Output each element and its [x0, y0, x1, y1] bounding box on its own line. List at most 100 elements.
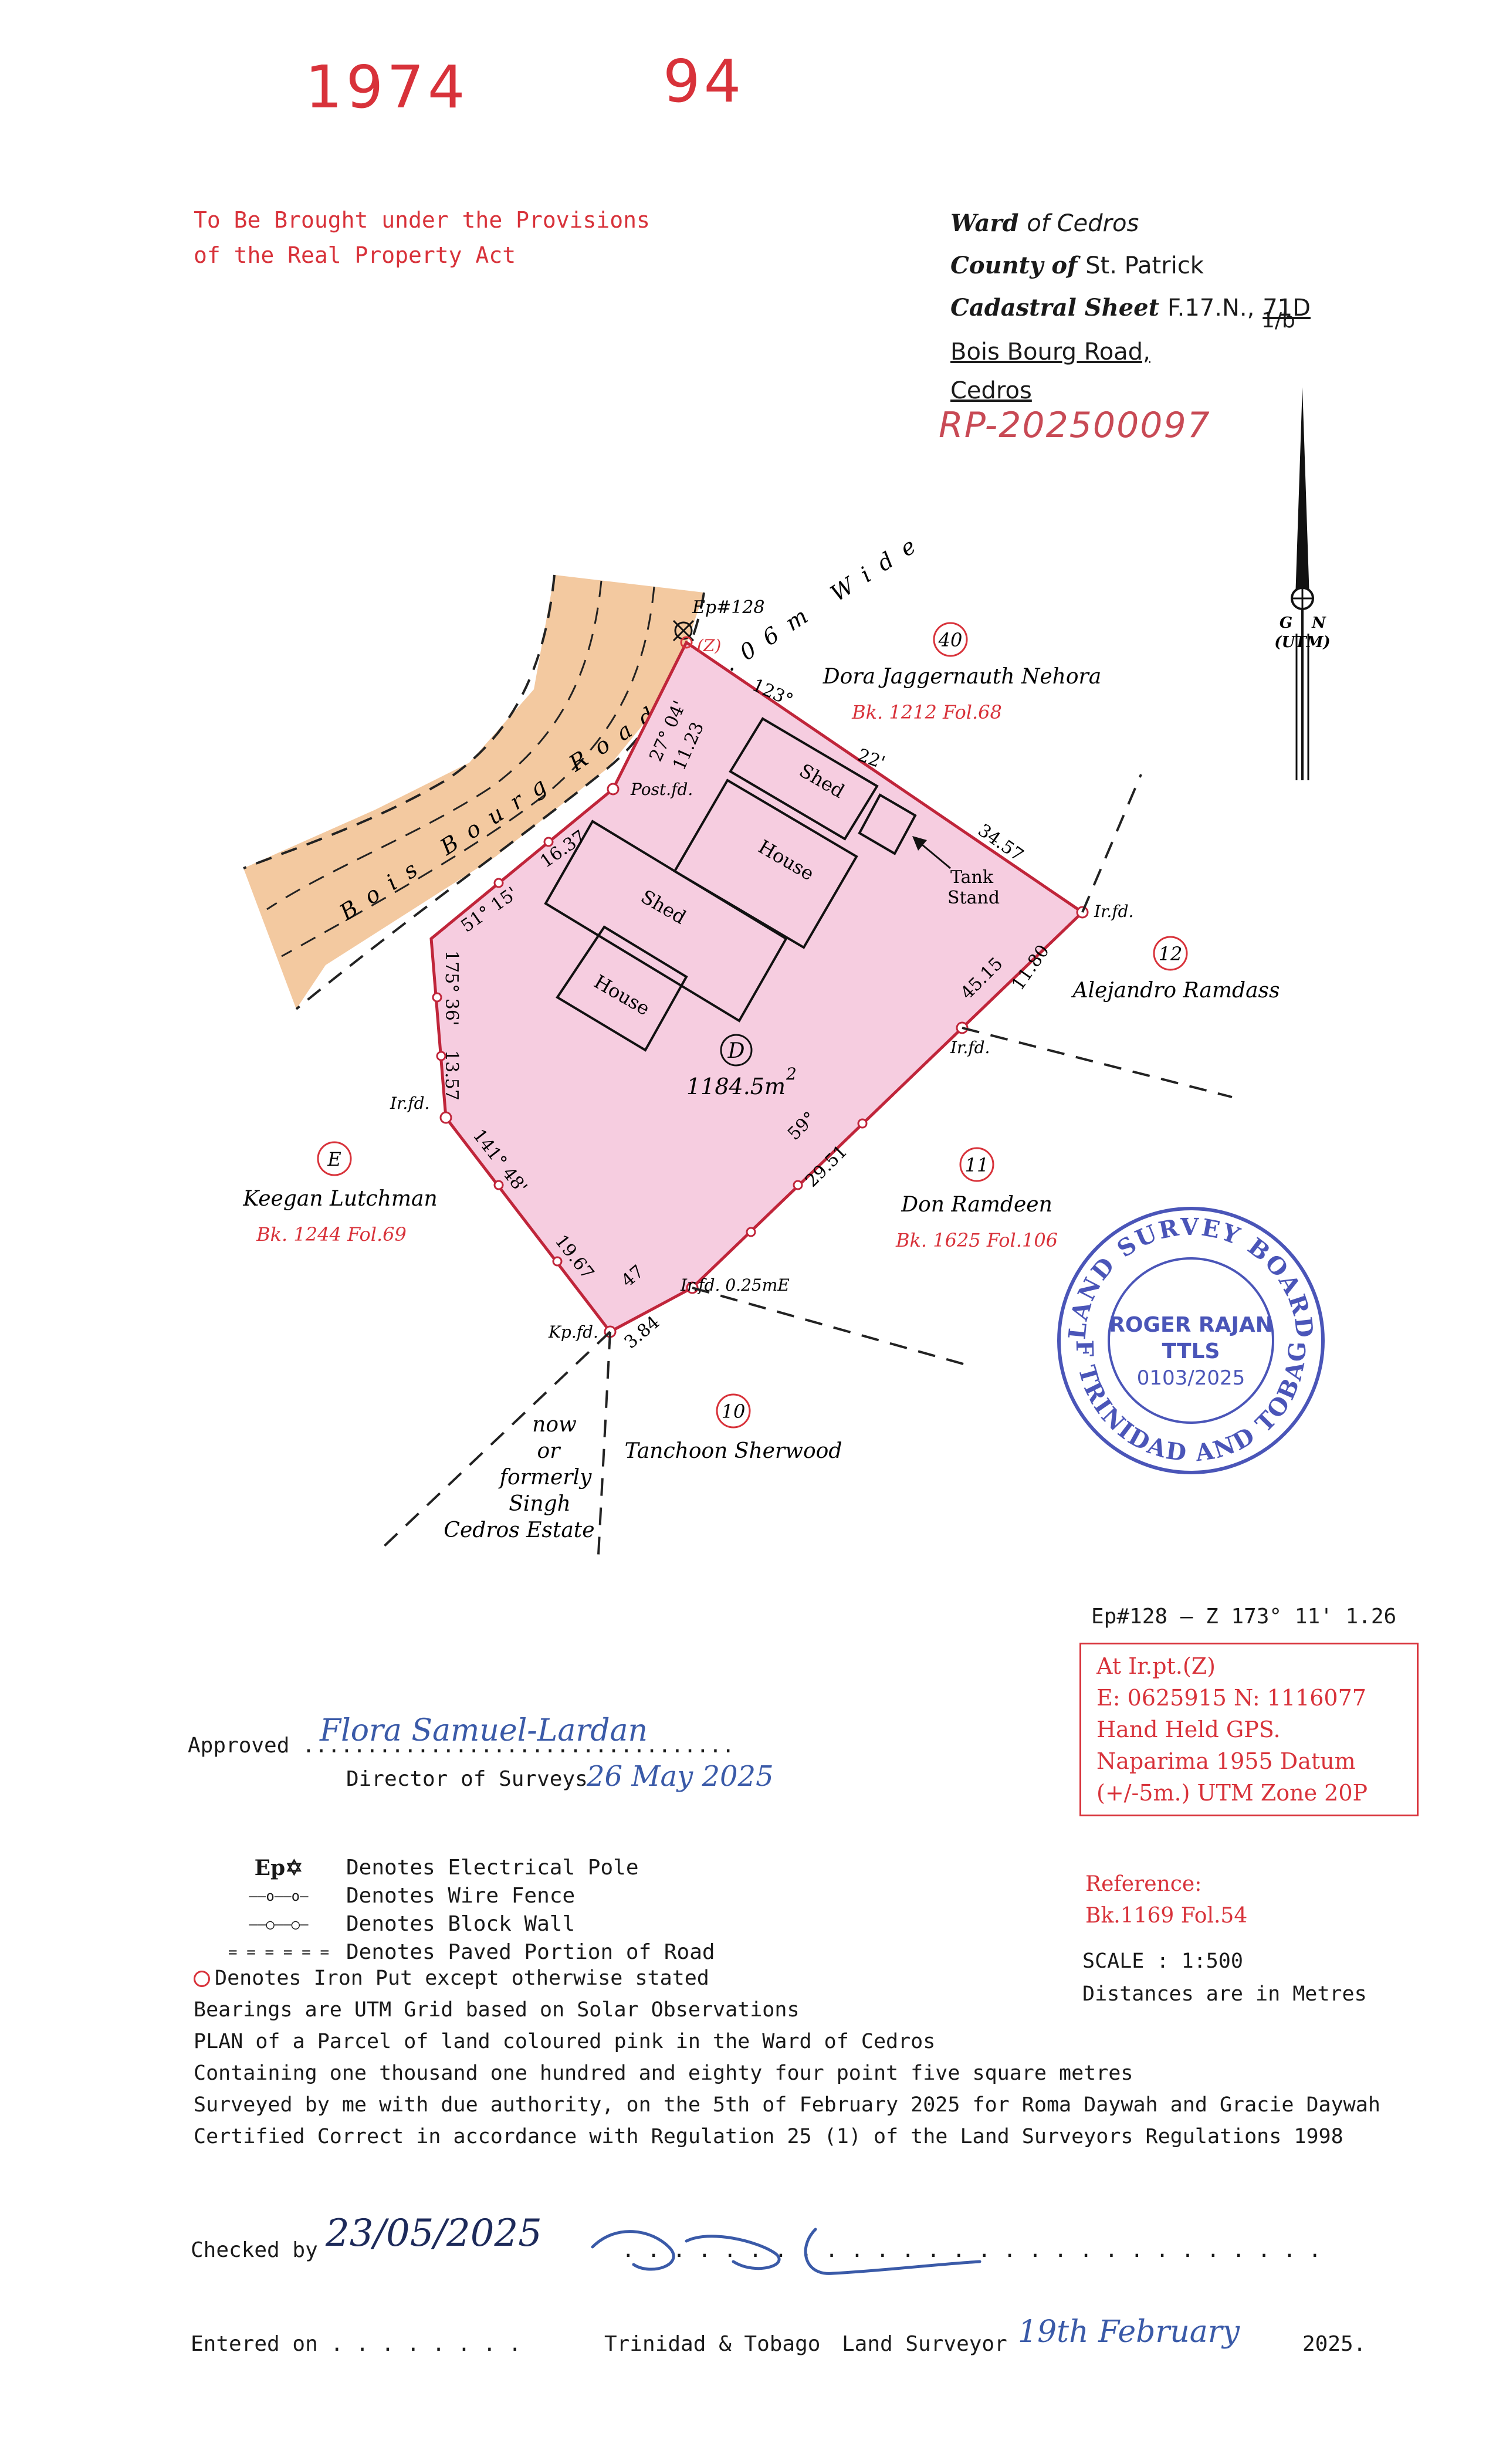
footer-year: 2025.	[1302, 2332, 1366, 2356]
gps-line-5: (+/-5m.) UTM Zone 20P	[1096, 1780, 1368, 1806]
irfd-east-label: Ir.fd.	[1094, 902, 1133, 921]
cadastral-sub: 1/b	[1261, 309, 1295, 333]
footer-surveyor-label: Land Surveyor	[842, 2332, 1007, 2356]
dim-west-bearing: 175° 36'	[441, 950, 462, 1025]
irfd-mid-label: Ir.fd.	[950, 1038, 990, 1057]
tank-arrow-head	[912, 836, 927, 851]
scale-block: SCALE : 1:500 Distances are in Metres	[1082, 1945, 1367, 2011]
stamp-name: ROGER RAJAN	[1109, 1313, 1273, 1337]
entered-on: Entered on . . . . . . . .	[191, 2332, 522, 2356]
note-surveyed: Surveyed by me with due authority, on th…	[194, 2093, 1380, 2117]
house-main	[673, 779, 858, 949]
road-area	[243, 575, 704, 1009]
house-west	[556, 925, 688, 1052]
reference-block: Reference: Bk.1169 Fol.54	[1085, 1869, 1247, 1932]
land-survey-board-stamp: LAND SURVEY BOARD OF TRINIDAD AND TOBAGO…	[1050, 1200, 1325, 1474]
stamp-title: TTLS	[1162, 1339, 1220, 1363]
legend: Ep✡ Denotes Electrical Pole ——o——o— Deno…	[211, 1854, 715, 1967]
legend-text: Denotes Block Wall	[346, 1912, 576, 1936]
surveyor-signature	[591, 2228, 981, 2275]
neighbour-id: 10	[722, 1400, 746, 1423]
iron-put-note: Denotes Iron Put except otherwise stated	[194, 1962, 1426, 1994]
legend-row-paved-road: = = = = = = Denotes Paved Portion of Roa…	[211, 1938, 715, 1967]
utm-label: (UTM)	[1274, 634, 1330, 651]
neighbour-ref: Bk. 1625 Fol.106	[895, 1229, 1058, 1251]
iron-put-z	[680, 636, 693, 649]
ward-line: Ward of Cedros	[950, 202, 1311, 245]
gps-line-4: Naparima 1955 Datum	[1096, 1748, 1356, 1774]
legend-symbol: Ep✡	[254, 1856, 303, 1880]
neighbour-name: Don Ramdeen	[901, 1193, 1052, 1217]
irfd-south-label: Ir.fd. 0.25mE	[680, 1275, 790, 1295]
director-label: Director of Surveys	[346, 1767, 588, 1791]
approved-signature: Flora Samuel-Lardan	[320, 1713, 648, 1748]
fence-markers	[432, 783, 1089, 1338]
ward-word: Ward	[950, 209, 1019, 237]
units-text: Distances are in Metres	[1082, 1982, 1367, 2006]
neighbour-name: Keegan Lutchman	[242, 1187, 437, 1211]
note-certified: Certified Correct in accordance with Reg…	[194, 2125, 1343, 2148]
shed-north	[729, 717, 879, 841]
kpfd-label: Kp.fd.	[548, 1322, 598, 1342]
stamp-number: 0103/2025	[1137, 1366, 1245, 1390]
z-label: (Z)	[697, 636, 721, 655]
reference-value: Bk.1169 Fol.54	[1085, 1904, 1248, 1928]
address-line-2: Cedros	[950, 377, 1032, 404]
tank-stand	[858, 793, 917, 855]
cadastral-label: Cadastral Sheet	[950, 294, 1160, 321]
iron-put-icon	[194, 1971, 210, 1987]
estate-line-5: Cedros Estate	[444, 1518, 594, 1542]
legend-symbol: ——o——o—	[249, 1888, 309, 1904]
grid-north-label: G	[1280, 614, 1292, 632]
legend-row-wire-fence: ——o——o— Denotes Wire Fence	[211, 1882, 715, 1910]
gps-line-1: At Ir.pt.(Z)	[1096, 1653, 1216, 1679]
gps-line-3: Hand Held GPS.	[1096, 1717, 1281, 1742]
parcel-circle	[720, 1034, 753, 1067]
neighbour-e: E Keegan Lutchman Bk. 1244 Fol.69	[242, 1141, 438, 1245]
provisions-text: To Be Brought under the Provisions of th…	[194, 202, 650, 273]
file-number-left: 1974	[305, 53, 469, 121]
tank-stand-label-1: Tank	[950, 867, 994, 888]
legend-text: Denotes Wire Fence	[346, 1884, 576, 1908]
parcel-d	[429, 640, 1085, 1334]
checked-date: 23/05/2025	[326, 2212, 542, 2255]
legend-row-block-wall: ——○——○— Denotes Block Wall	[211, 1910, 715, 1938]
shed-central	[544, 820, 788, 1023]
address-line-1: Bois Bourg Road,	[950, 339, 1150, 365]
estate-line-4: Singh	[509, 1492, 571, 1516]
neighbour-name: Alejandro Ramdass	[1071, 979, 1280, 1003]
provisions-line-2: of the Real Property Act	[194, 242, 516, 268]
ep-label: Ep#128	[692, 597, 765, 618]
north-arrow-icon: G N (UTM)	[1274, 387, 1331, 780]
legend-row-electrical-pole: Ep✡ Denotes Electrical Pole	[211, 1854, 715, 1882]
note-bearings: Bearings are UTM Grid based on Solar Obs…	[194, 1998, 800, 2022]
neighbour-11: 11 Don Ramdeen Bk. 1625 Fol.106	[895, 1147, 1058, 1251]
reference-label: Reference:	[1085, 1872, 1202, 1896]
estate-line-1: now	[532, 1413, 577, 1437]
legend-symbol: = = = = = =	[228, 1944, 330, 1961]
note-containing: Containing one thousand one hundred and …	[194, 2062, 1133, 2085]
footer-surveyor-date: 19th February	[1018, 2314, 1240, 2350]
estate-line-2: or	[537, 1439, 561, 1463]
legend-symbol: ——○——○—	[249, 1916, 309, 1932]
approved-date: 26 May 2025	[587, 1760, 774, 1793]
checked-by-label: Checked by	[191, 2238, 318, 2262]
legend-text: Denotes Paved Portion of Road	[346, 1940, 715, 1964]
gps-line-2: E: 0625915 N: 1116077	[1096, 1685, 1366, 1711]
scale-text: SCALE : 1:500	[1082, 1949, 1243, 1973]
location-block: Ward of Cedros County of St. Patrick Cad…	[950, 202, 1311, 410]
adjacent-boundaries	[380, 774, 1233, 1555]
cadastral-sheet: 71D	[1263, 295, 1311, 321]
neighbour-id: E	[327, 1148, 341, 1170]
post-fd-label: Post.fd.	[630, 780, 693, 799]
legend-text: Denotes Electrical Pole	[346, 1856, 639, 1880]
file-number-right: 94	[663, 47, 745, 116]
surveyor-signature-dots: . . . . . . . . . . . . . . . . . . . . …	[622, 2238, 1322, 2262]
tank-stand-label-2: Stand	[947, 888, 1000, 908]
parcel-label: D	[727, 1039, 745, 1063]
gps-bearing: Ep#128 – Z 173° 11' 1.26	[1091, 1605, 1397, 1629]
dim-west-dist: 13.57	[441, 1050, 462, 1101]
structures	[544, 717, 917, 1052]
gps-box: At Ir.pt.(Z) E: 0625915 N: 1116077 Hand …	[1079, 1643, 1419, 1816]
estate-line-3: formerly	[498, 1465, 592, 1490]
